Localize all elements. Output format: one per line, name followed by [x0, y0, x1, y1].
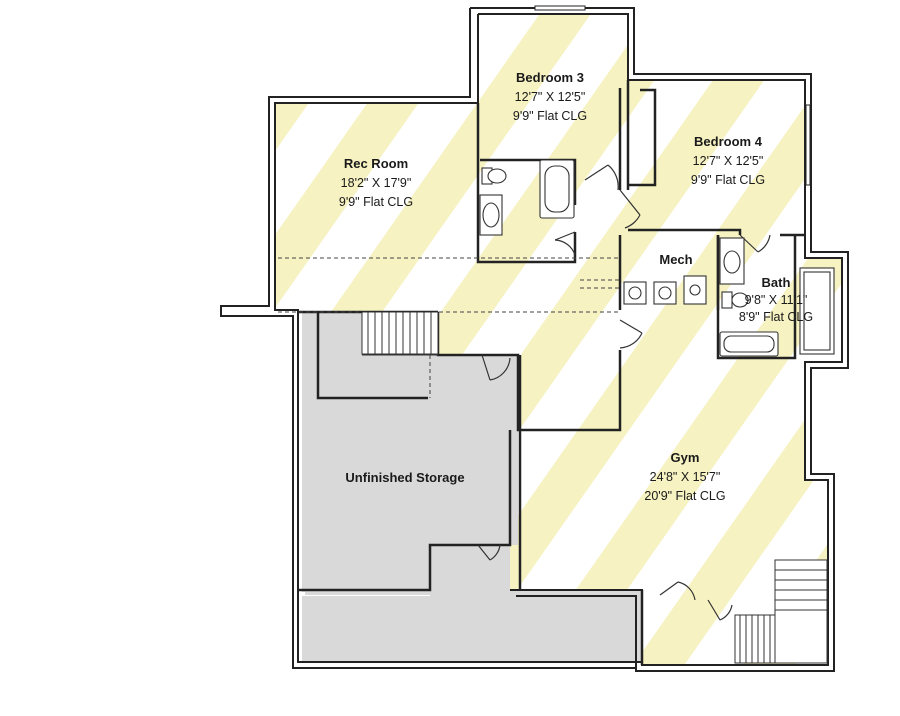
label-bath: Bath 9'8" X 11'1" 8'9" Flat CLG: [739, 275, 813, 324]
mech-fixtures: [623, 275, 707, 305]
bath-name: Bath: [762, 275, 791, 290]
storage-name: Unfinished Storage: [345, 470, 464, 485]
label-gym: Gym 24'8" X 15'7" 20'9" Flat CLG: [644, 450, 725, 503]
bath-ceiling: 8'9" Flat CLG: [739, 310, 813, 324]
label-mech: Mech: [659, 252, 692, 267]
rec-room-size: 18'2" X 17'9": [341, 176, 412, 190]
label-bedroom4: Bedroom 4 12'7" X 12'5" 9'9" Flat CLG: [691, 134, 765, 187]
rec-room-name: Rec Room: [344, 156, 408, 171]
mech-name: Mech: [659, 252, 692, 267]
windows: [534, 5, 811, 186]
bedroom4-size: 12'7" X 12'5": [693, 154, 764, 168]
rec-room-ceiling: 9'9" Flat CLG: [339, 195, 413, 209]
gym-name: Gym: [671, 450, 700, 465]
interior-walls: [298, 80, 805, 665]
label-storage: Unfinished Storage: [345, 470, 464, 485]
label-bedroom3: Bedroom 3 12'7" X 12'5" 9'9" Flat CLG: [513, 70, 587, 123]
gym-ceiling: 20'9" Flat CLG: [644, 489, 725, 503]
label-rec-room: Rec Room 18'2" X 17'9" 9'9" Flat CLG: [339, 156, 413, 209]
bath-fixtures-bedroom3: [479, 159, 575, 236]
gym-size: 24'8" X 15'7": [650, 470, 721, 484]
bedroom3-name: Bedroom 3: [516, 70, 584, 85]
stairs-lower: [734, 559, 828, 664]
dashed-lines: [278, 257, 620, 398]
bedroom3-ceiling: 9'9" Flat CLG: [513, 109, 587, 123]
bedroom4-ceiling: 9'9" Flat CLG: [691, 173, 765, 187]
bath-fixtures-main: [719, 237, 835, 357]
bath-size: 9'8" X 11'1": [745, 293, 808, 307]
bedroom3-size: 12'7" X 12'5": [515, 90, 586, 104]
unfinished-storage-area: [302, 312, 642, 662]
stairs-upper: [361, 311, 439, 356]
bedroom4-name: Bedroom 4: [694, 134, 763, 149]
